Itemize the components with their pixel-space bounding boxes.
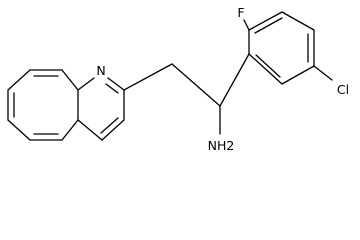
atom-label-fluorine: F: [237, 5, 244, 20]
bond-c5-chlorine: [313, 65, 333, 81]
atom-label-chlorine: Cl: [337, 82, 349, 97]
bond-c4-c4a: [77, 119, 103, 141]
bond-c3-c4: [101, 119, 125, 141]
double-bond-c3-c4: [100, 117, 119, 134]
atom-label-nitrogen: N: [96, 63, 105, 78]
quinoline-pyridine-ring: N: [77, 63, 125, 141]
structure-diagram: N NH2 F Cl: [7, 5, 349, 152]
bond-n1-c2: [107, 77, 125, 91]
bond-c5-c6: [281, 65, 315, 85]
bond-c7-c6: [7, 119, 31, 141]
double-bond-n1-c2: [105, 83, 119, 94]
bond-c5-c4a: [61, 119, 79, 141]
bond-c8a-top: [61, 69, 79, 91]
halophenyl-ring: F Cl: [237, 5, 349, 97]
bond-c8-c8a: [7, 69, 31, 91]
bond-c2-c3: [248, 11, 283, 31]
bond-ch-aryl: [219, 53, 250, 107]
ethyl-linker: NH2: [123, 53, 250, 152]
bond-c2-ch2: [123, 63, 173, 91]
molecule-svg: N NH2 F Cl: [7, 5, 349, 152]
double-bond-c2-c3: [254, 17, 283, 34]
double-bond-c6-c1: [255, 54, 281, 78]
bond-c6-c1: [248, 53, 283, 85]
bond-c2-fluorine: [243, 19, 250, 31]
atom-label-amine: NH2: [208, 138, 235, 152]
bond-ch2-ch: [171, 63, 221, 107]
bond-c3-c4: [281, 11, 315, 31]
bond-c8a-n1: [77, 77, 95, 91]
quinoline-benzo-ring: [7, 69, 79, 141]
